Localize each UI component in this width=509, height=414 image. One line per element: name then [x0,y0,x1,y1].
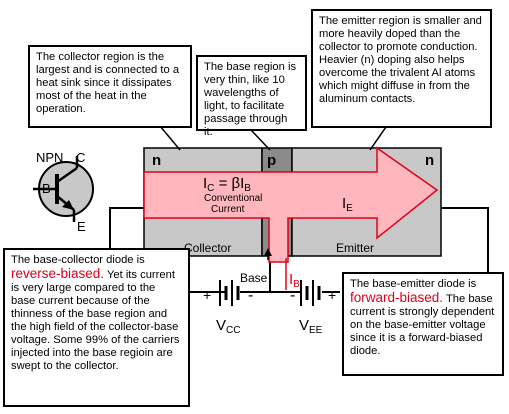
emitter-label: Emitter [336,241,374,255]
collector-callout-text: The collector region is the largest and … [36,51,180,115]
conventional-label: Conventional [204,193,262,204]
vee-label: VEE [299,317,323,336]
battery-vee [300,280,321,306]
region-p: p [267,152,276,169]
vcc-minus: - [248,287,253,304]
vcc-label: VCC [216,317,240,336]
ib-label: IB [289,271,300,290]
base-label: Base [240,271,268,285]
base-emitter-callout-text: The base-emitter diode is forward-biased… [350,278,496,358]
ie-label: IE [342,195,353,214]
vee-symbol: V [299,317,309,334]
ic-equals-beta: = βI [214,175,244,192]
base-collector-callout-text: The base-collector diode is reverse-bias… [11,254,182,373]
current-arrow [143,146,439,263]
ib-subscript: B [293,279,300,290]
base-emitter-after: The base current is strongly dependent o… [350,293,495,357]
forward-biased-emphasis: forward-biased. [350,290,444,305]
reverse-biased-emphasis: reverse-biased. [11,266,105,281]
ic-equation: IC = βIB [203,175,251,194]
vee-minus: - [290,287,295,304]
base-callout: The base region is very thin, like 10 wa… [196,55,307,138]
base-emitter-before: The base-emitter diode is [350,278,477,290]
npn-label: NPN [36,150,63,165]
collector-callout: The collector region is the largest and … [28,45,192,128]
npn-symbol [33,156,94,222]
vcc-subscript: CC [226,325,240,336]
symbol-c-label: C [76,150,85,165]
region-n-left: n [152,152,161,169]
ic-subscript: C [207,183,214,194]
symbol-b-label: B [42,181,51,196]
base-callout-text: The base region is very thin, like 10 wa… [204,61,297,138]
vcc-plus: + [203,287,211,303]
vee-plus: + [328,287,336,303]
base-collector-before: The base-collector diode is [11,254,145,266]
ie-symbol: I [342,195,346,212]
vcc-symbol: V [216,317,226,334]
ie-subscript: E [346,203,353,214]
base-pointer-head [264,248,272,256]
ib-symbol: I [289,271,293,288]
ib-subscript-eq: B [244,183,251,194]
base-collector-after: Yet its current is very large compared t… [11,269,180,372]
emitter-callout-text: The emitter region is smaller and more h… [319,15,482,105]
ic-symbol: I [203,175,207,192]
collector-label: Collector [184,241,231,255]
region-n-right: n [425,152,434,169]
symbol-e-label: E [77,219,86,234]
current-label: Current [211,204,245,215]
base-collector-callout: The base-collector diode is reverse-bias… [3,248,190,407]
vee-subscript: EE [309,325,323,336]
emitter-callout: The emitter region is smaller and more h… [311,9,492,128]
base-emitter-callout: The base-emitter diode is forward-biased… [342,272,504,376]
battery-vcc [219,280,240,306]
